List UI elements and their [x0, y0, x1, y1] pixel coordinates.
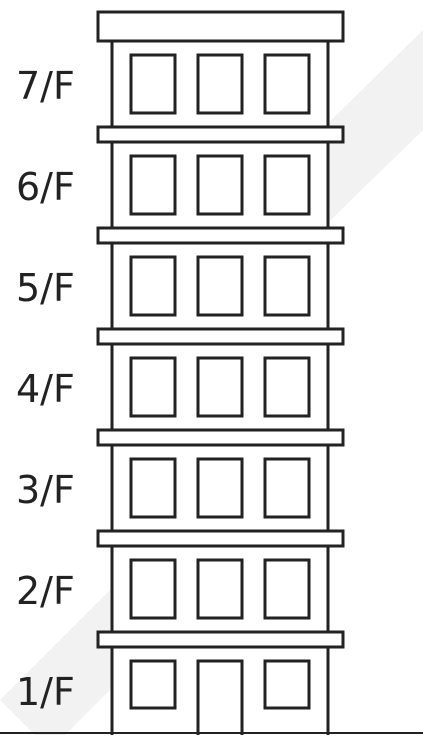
- floor-label-6f: 6/F: [16, 165, 75, 209]
- window-3F-1: [131, 459, 175, 517]
- window-4F-3: [265, 358, 309, 416]
- window-7F-1: [131, 55, 175, 113]
- floor-labels: 7/F 6/F 5/F 4/F 3/F 2/F 1/F: [16, 64, 75, 714]
- floor-label-2f: 2/F: [16, 569, 75, 613]
- window-5F-3: [265, 257, 309, 315]
- floor-label-1f: 1/F: [16, 670, 75, 714]
- entrance-door: [198, 661, 242, 735]
- floor-slab-2: [98, 228, 343, 243]
- floor-label-3f: 3/F: [16, 468, 75, 512]
- window-3F-2: [198, 459, 242, 517]
- floor-label-5f: 5/F: [16, 266, 75, 310]
- window-4F-2: [198, 358, 242, 416]
- window-1F-3: [265, 661, 309, 708]
- window-6F-2: [198, 156, 242, 214]
- window-2F-3: [265, 560, 309, 618]
- window-3F-3: [265, 459, 309, 517]
- window-4F-1: [131, 358, 175, 416]
- floor-slab-5: [98, 531, 343, 546]
- floor-slab-1: [98, 127, 343, 142]
- window-5F-2: [198, 257, 242, 315]
- floor-slab-4: [98, 430, 343, 445]
- window-7F-3: [265, 55, 309, 113]
- floor-label-7f: 7/F: [16, 64, 75, 108]
- window-7F-2: [198, 55, 242, 113]
- floor-slab-3: [98, 329, 343, 344]
- window-2F-2: [198, 560, 242, 618]
- window-6F-1: [131, 156, 175, 214]
- window-2F-1: [131, 560, 175, 618]
- roof-cap: [98, 12, 343, 41]
- window-6F-3: [265, 156, 309, 214]
- floor-label-4f: 4/F: [16, 367, 75, 411]
- window-5F-1: [131, 257, 175, 315]
- floor-slab-6: [98, 632, 343, 647]
- window-1F-1: [131, 661, 175, 708]
